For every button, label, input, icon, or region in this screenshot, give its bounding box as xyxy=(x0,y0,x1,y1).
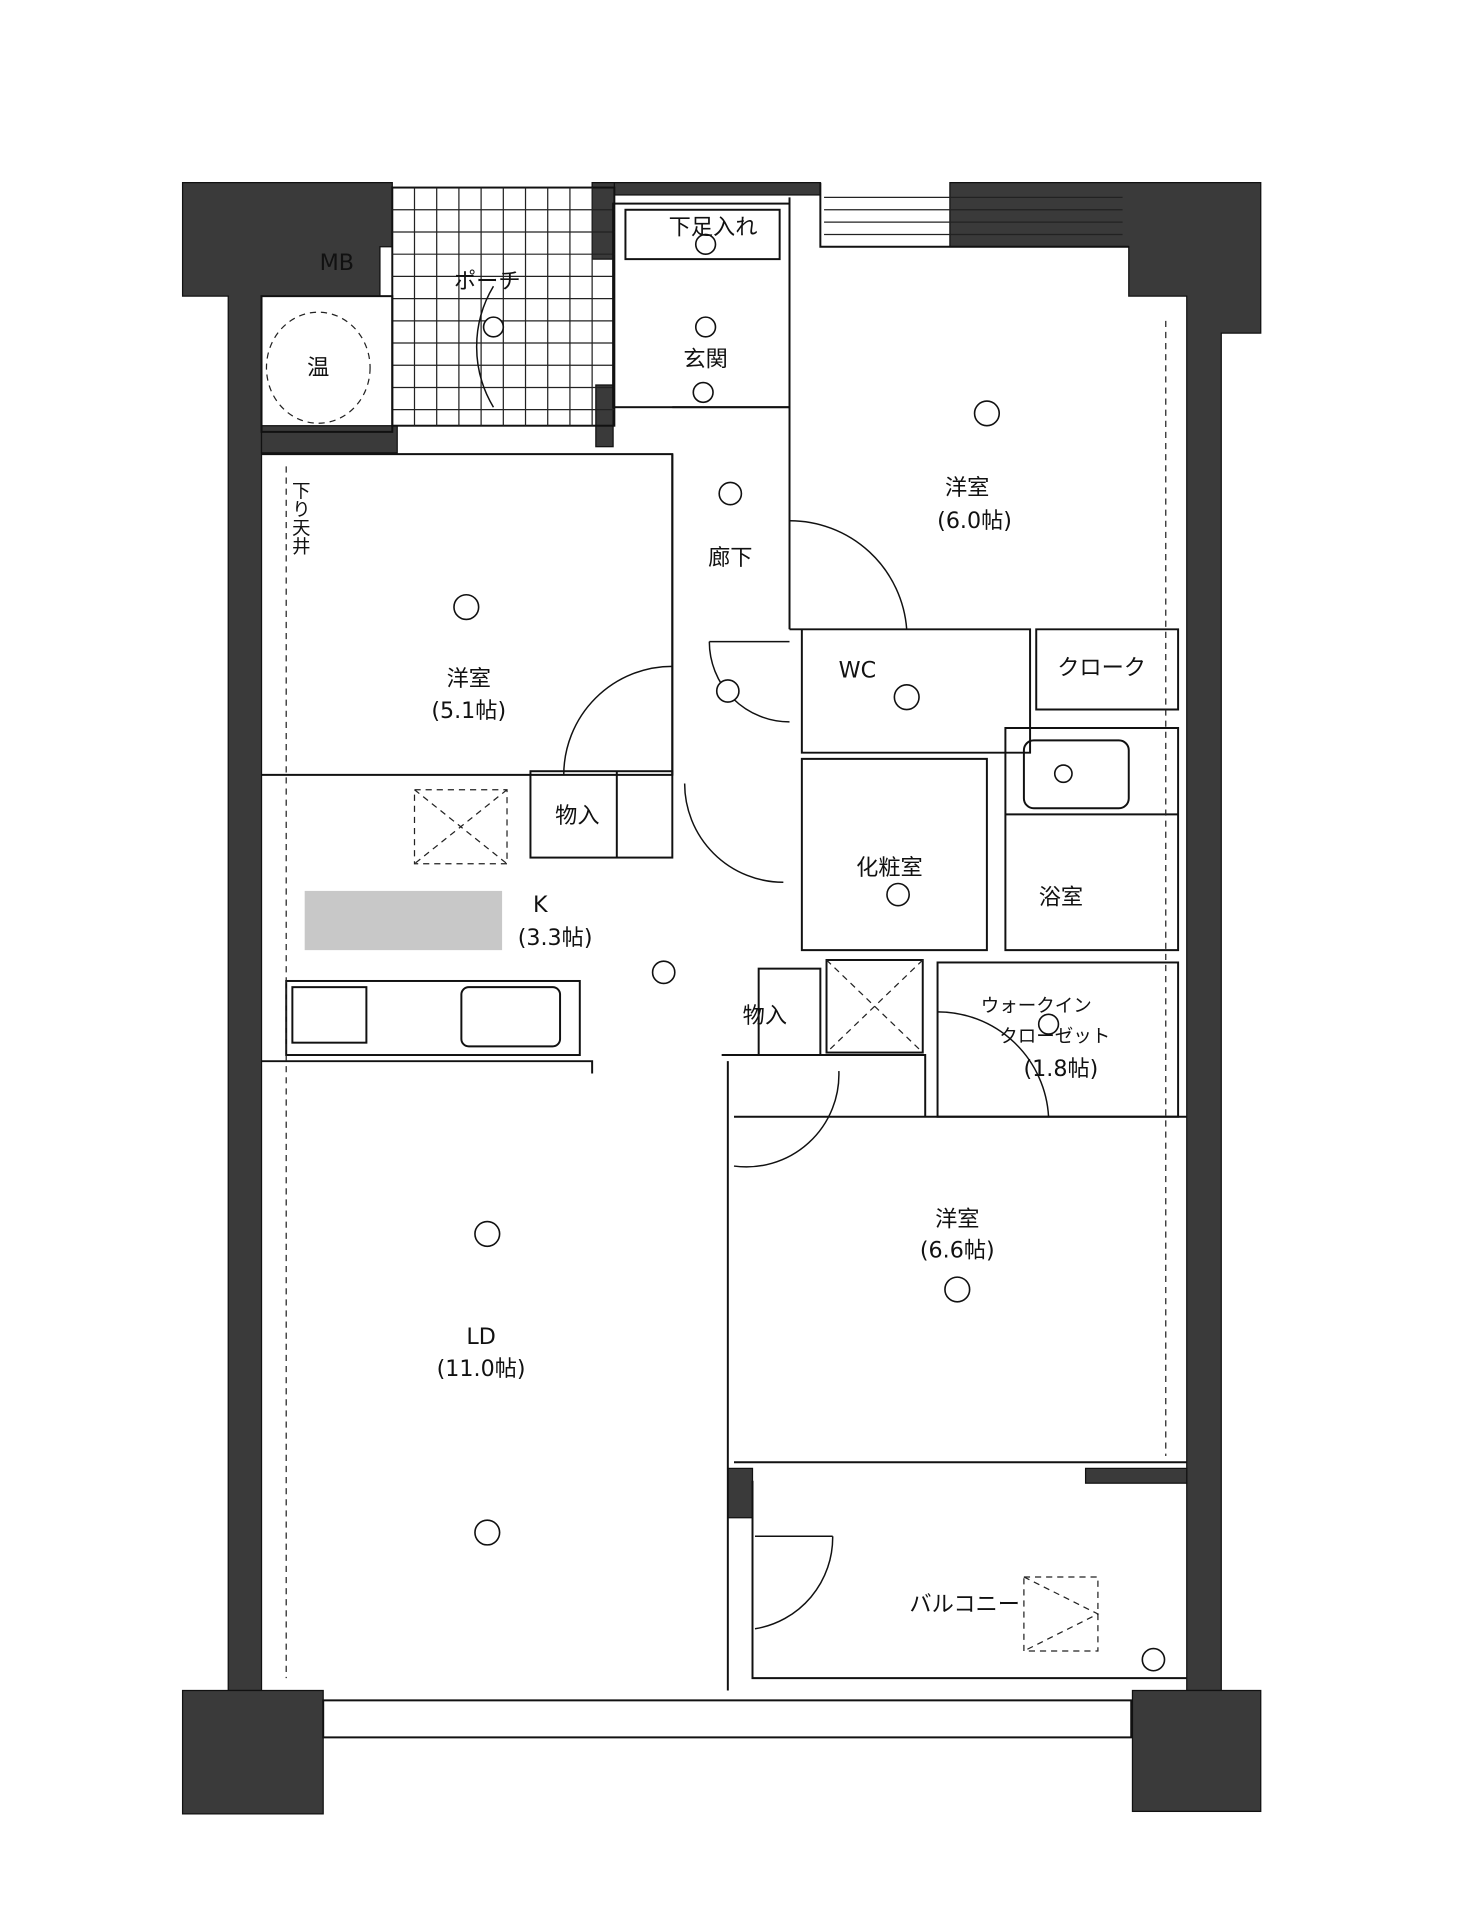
label-walk-in-closet-1: ウォークイン xyxy=(981,996,1092,1017)
label-entrance: 玄関 xyxy=(683,346,727,372)
label-western-room-3-size: (6.6帖) xyxy=(920,1237,995,1263)
label-western-room-1: 洋室 xyxy=(945,475,989,501)
label-storage-2: 物入 xyxy=(743,1003,787,1029)
label-walk-in-closet-2: クローゼット xyxy=(999,1027,1110,1048)
doors xyxy=(475,285,1050,1630)
label-balcony: バルコニー xyxy=(909,1592,1019,1618)
label-wc: WC xyxy=(839,657,876,683)
label-western-room-2-size: (5.1帖) xyxy=(431,698,506,724)
label-cloak: クローク xyxy=(1057,655,1146,681)
label-lowered-ceiling: 下り天井 xyxy=(289,481,310,555)
label-kitchen-size: (3.3帖) xyxy=(518,925,593,951)
partitions xyxy=(260,182,1187,1739)
label-western-room-2: 洋室 xyxy=(447,666,491,692)
label-western-room-3: 洋室 xyxy=(935,1207,979,1233)
label-western-room-1-size: (6.0帖) xyxy=(937,508,1012,534)
label-living-dining: LD xyxy=(466,1324,495,1350)
outer-walls xyxy=(181,182,1262,1815)
ceiling-lights xyxy=(453,233,1166,1672)
label-hallway: 廊下 xyxy=(708,545,752,571)
label-water-heater: 温 xyxy=(307,355,329,381)
label-powder-room: 化粧室 xyxy=(856,855,923,881)
porch-tiles xyxy=(391,186,616,427)
label-shoe-closet: 下足入れ xyxy=(669,214,758,240)
label-mb: MB xyxy=(320,250,354,276)
label-bathroom: 浴室 xyxy=(1039,884,1083,910)
label-porch: ポーチ xyxy=(454,269,521,295)
kitchen-counter xyxy=(304,890,503,951)
label-kitchen: K xyxy=(533,892,549,918)
room-labels: MB ポーチ 温 下足入れ 玄関 洋室 (6.0帖) 廊下 下り天井 洋室 (5… xyxy=(289,214,1146,1617)
label-storage-1: 物入 xyxy=(555,803,599,829)
label-walk-in-closet-size: (1.8帖) xyxy=(1024,1056,1099,1082)
label-living-dining-size: (11.0帖) xyxy=(437,1356,526,1382)
